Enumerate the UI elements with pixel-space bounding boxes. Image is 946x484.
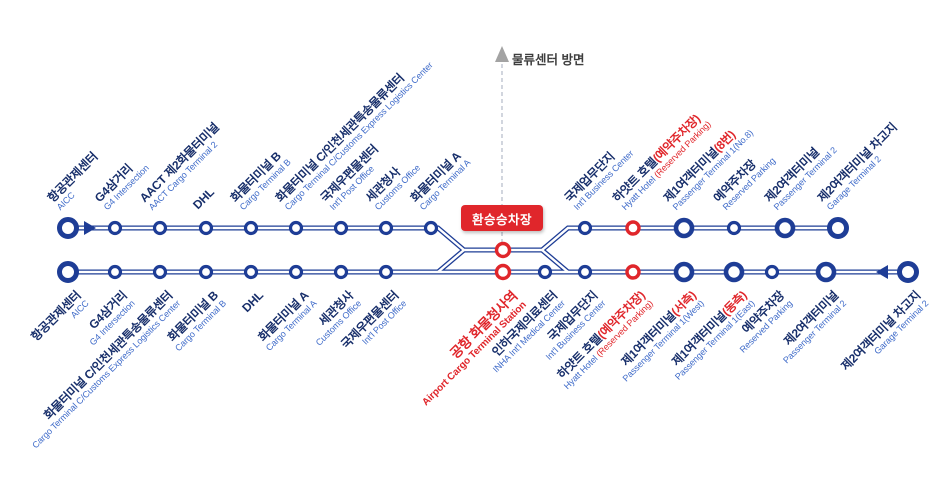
station-dot-bottom [152,264,168,280]
branch-direction-label: 물류센터 방면 [512,53,585,67]
station-dot-bottom [673,261,695,283]
station-dot-bottom [243,264,259,280]
transfer-stop-badge: 환승승차장 [461,205,543,231]
station-dot-top [152,220,168,236]
junction-connector-left-core [437,249,465,273]
station-dot-bottom [107,264,123,280]
station-dot-bottom [198,264,214,280]
station-dot-cargo-station [494,263,512,281]
direction-arrow-east-icon [84,221,96,235]
station-dot-top [827,217,849,239]
station-dot-top [107,220,123,236]
station-dot-top [673,217,695,239]
station-dot-top-hyatt [625,220,641,236]
station-dot-top [577,220,593,236]
station-dot-bottom [378,264,394,280]
station-dot-top [423,220,439,236]
station-dot-bottom [897,261,919,283]
branch-arrow-icon [495,46,509,62]
station-dot-bottom [288,264,304,280]
station-dot-top [198,220,214,236]
direction-arrow-west-icon [876,265,888,279]
junction-connector-right-core [541,249,569,273]
station-dot-top [774,217,796,239]
transfer-stop-dot [494,241,512,259]
station-dot-bottom [723,261,745,283]
station-dot-top [243,220,259,236]
station-dot-top [57,217,79,239]
route-line-top [68,225,838,253]
station-dot-top [288,220,304,236]
station-dot-top [333,220,349,236]
station-dot-bottom [333,264,349,280]
station-dot-bottom [815,261,837,283]
station-dot-bottom [537,264,553,280]
station-dot-bottom [764,264,780,280]
station-dot-top [726,220,742,236]
station-dot-top [378,220,394,236]
station-dot-bottom [57,261,79,283]
station-dot-bottom-hyatt [625,264,641,280]
station-dot-bottom [577,264,593,280]
